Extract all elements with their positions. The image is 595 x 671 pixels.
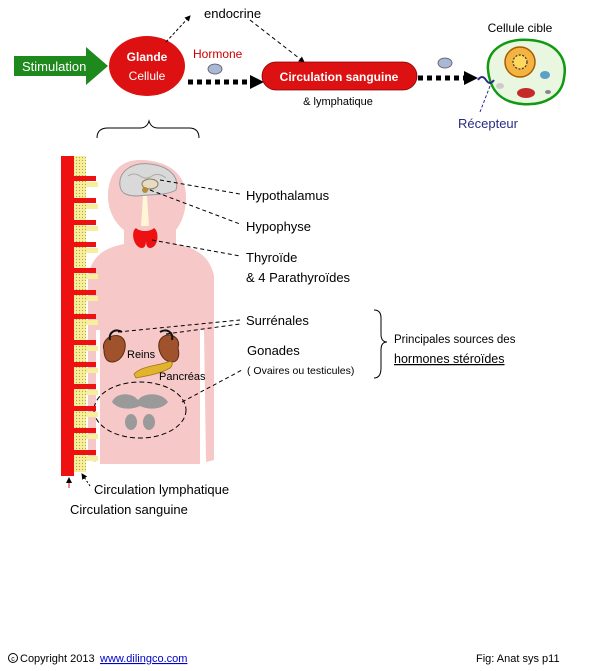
copyright-icon: [8, 653, 18, 663]
blood-branch: [74, 242, 96, 247]
figure-reference: Fig: Anat sys p11: [476, 653, 560, 665]
human-body-silhouette: [88, 160, 214, 464]
blood-branch: [74, 198, 96, 203]
blood-branch: [74, 340, 96, 345]
lymph-branch: [86, 368, 98, 373]
blood-branch: [74, 406, 96, 411]
hormone-label: Hormone: [193, 47, 243, 61]
flow-arrowhead-1: [250, 75, 264, 89]
target-cell-label: Cellule cible: [488, 21, 553, 35]
lymph-branch: [86, 434, 98, 439]
blood-branch: [74, 384, 96, 389]
blood-branch: [74, 362, 96, 367]
blood-vessel: [61, 156, 74, 476]
brain-icon: [119, 163, 178, 197]
copyright-label: Copyright 2013: [20, 653, 95, 665]
thyroid-label: Thyroïde: [246, 250, 297, 265]
lymph-branch: [86, 204, 98, 209]
gland-subtitle: Cellule: [129, 69, 166, 83]
circulation-pill: [261, 61, 418, 91]
gonades-label: Gonades: [247, 343, 300, 358]
lymphatique-label: & lymphatique: [303, 96, 373, 108]
copyright-glyph: c: [11, 656, 15, 663]
hypophyse-label: Hypophyse: [246, 219, 311, 234]
reins-label: Reins: [127, 349, 156, 361]
hormone-molecule: [207, 63, 223, 75]
hormone-molecule-2: [437, 57, 453, 69]
lymph-branch: [86, 296, 98, 301]
hypophyse-leader: [149, 189, 241, 225]
lymph-branch: [86, 320, 98, 325]
endocrine-label: endocrine: [204, 6, 261, 21]
steroid-line1: Principales sources des: [394, 334, 516, 346]
steroid-bracket: [373, 309, 388, 379]
spinal-cord-icon: [141, 196, 149, 226]
blood-branch: [74, 268, 96, 273]
receptor-icon: [477, 76, 495, 84]
gland-title: Glande: [127, 50, 168, 64]
hypothalamus-label: Hypothalamus: [246, 188, 330, 203]
pancreas-icon: [133, 361, 173, 379]
lymph-branch: [86, 182, 98, 187]
blood-circulation-label: Circulation sanguine: [70, 502, 188, 517]
gonads-outline: [93, 381, 187, 439]
lymph-branch: [86, 390, 98, 395]
stimulation-label: Stimulation: [22, 59, 86, 74]
lymph-branch: [86, 274, 98, 279]
surrenales-label: Surrénales: [246, 313, 309, 328]
kidneys-icon: [102, 329, 180, 363]
surrenales-leader-right: [165, 323, 241, 335]
blood-branch: [74, 176, 96, 181]
lymph-branch: [86, 412, 98, 417]
gonades-sub-label: ( Ovaires ou testicules): [247, 365, 354, 377]
blood-branch: [74, 428, 96, 433]
gland-cell: [109, 36, 185, 96]
circulation-label: Circulation sanguine: [280, 70, 399, 84]
blood-branch: [74, 450, 96, 455]
receptor-pointer: [479, 85, 491, 113]
blood-branch: [74, 314, 96, 319]
parathyroid-label: & 4 Parathyroïdes: [246, 270, 351, 285]
receptor-label: Récepteur: [458, 116, 519, 131]
lymph-branch: [86, 248, 98, 253]
website-link[interactable]: www.dilingco.com: [99, 653, 187, 665]
target-cell-icon: [486, 38, 566, 106]
thyroid-icon: [133, 228, 158, 248]
lymph-branch: [86, 456, 98, 461]
lymph-pointer: [81, 473, 91, 487]
steroid-line2: hormones stéroïdes: [394, 352, 504, 366]
vessel-branches: [74, 176, 98, 461]
thyroid-leader: [151, 239, 241, 257]
blood-branch: [74, 220, 96, 225]
endocrine-to-circulation: [249, 19, 305, 63]
endocrine-pointer: [165, 15, 191, 43]
gonads-icon: [112, 394, 168, 430]
stimulation-arrow: [14, 47, 108, 85]
pancreas-label: Pancréas: [159, 371, 206, 383]
lymph-branch: [86, 226, 98, 231]
gonades-leader: [181, 369, 243, 403]
blood-branch: [74, 290, 96, 295]
gland-brace: [96, 119, 200, 139]
flow-arrowhead-2: [464, 71, 478, 85]
lymph-circulation-label: Circulation lymphatique: [94, 482, 229, 497]
lymph-branch: [86, 346, 98, 351]
